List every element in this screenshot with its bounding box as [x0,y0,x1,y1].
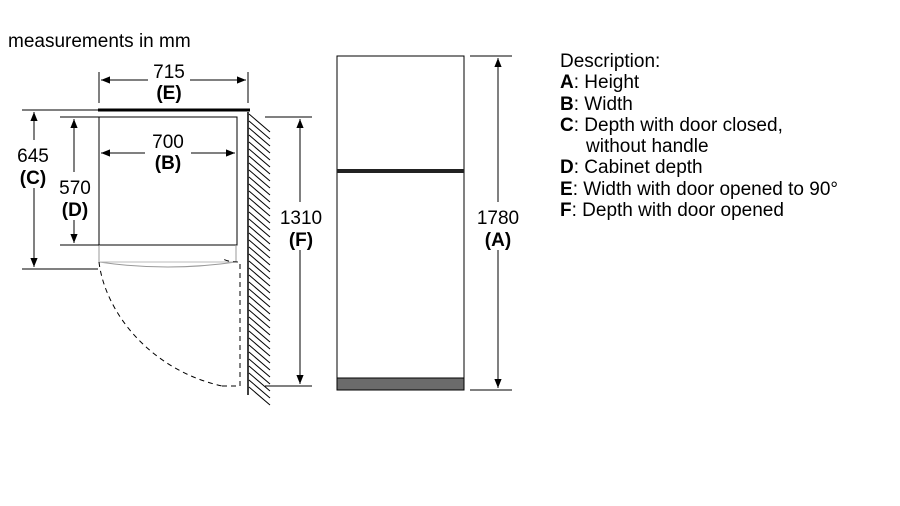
hatch-line [248,351,271,371]
hatch-line [248,162,271,182]
hatch-line [248,120,271,140]
dim-a-value: 1780 [477,208,519,229]
hatch-line [248,197,271,217]
hatch-line [248,183,271,203]
hatch-line [248,176,271,196]
dim-f-letter: (F) [289,230,313,251]
fridge-base [336,377,465,391]
door-closed [98,245,237,268]
hatch-line [248,344,271,364]
door-swing-arc [98,261,223,387]
hatch-line [248,379,271,399]
dim-b-letter: (B) [155,153,181,174]
hatch-line [248,358,271,378]
hatch-line [248,337,271,357]
door-open-outline [221,257,241,387]
hatch-line [248,190,271,210]
hatch-line [248,218,271,238]
dim-d-value: 570 [59,178,91,199]
hatch-line [248,225,271,245]
hatch-line [248,281,271,301]
legend-item-d: D: Cabinet depth [560,157,703,179]
hatch-line [248,204,271,224]
legend-item-e: E: Width with door opened to 90° [560,178,839,200]
hatch-line [248,211,271,231]
legend-item-c-continued: without handle [586,136,709,158]
fridge-body [336,55,465,391]
hatch-line [248,386,271,406]
dim-f-value: 1310 [280,208,322,229]
hatch-line [248,246,271,266]
dim-e-value: 715 [153,62,185,83]
dim-d-letter: (D) [62,200,88,221]
dim-a-letter: (A) [485,230,511,251]
description-title: Description: [560,51,661,72]
hatch-line [248,323,271,343]
hatch-line [248,288,271,308]
hatch-line [248,295,271,315]
hatch-line [248,148,271,168]
wall-hatching [248,113,271,406]
hatch-line [248,309,271,329]
units-note: measurements in mm [8,31,191,52]
legend-item-c: C: Depth with door closed, [560,114,783,136]
legend-item-f: F: Depth with door opened [560,200,784,222]
hatch-line [248,260,271,280]
hatch-line [248,267,271,287]
freezer-divider [337,169,464,173]
legend-item-b: B: Width [560,93,633,115]
description-legend: Description: A: Height B: Width C: Depth… [560,51,838,221]
hatch-line [248,141,271,161]
hatch-line [248,372,271,392]
hatch-line [248,239,271,259]
top-view [98,108,271,406]
cabinet-outline [98,116,238,246]
hatch-line [248,253,271,273]
hatch-line [248,134,271,154]
hatch-line [248,365,271,385]
legend-item-a: A: Height [560,72,640,94]
hatch-line [248,155,271,175]
hatch-line [248,330,271,350]
hatch-line [248,169,271,189]
hatch-line [248,316,271,336]
hatch-line [248,113,271,133]
dim-e-letter: (E) [156,83,181,104]
dim-c-letter: (C) [20,168,46,189]
hatch-line [248,127,271,147]
front-view [336,55,465,391]
hatch-line [248,302,271,322]
hatch-line [248,232,271,252]
dim-b-value: 700 [152,132,184,153]
hatch-line [248,274,271,294]
dim-c-value: 645 [17,146,49,167]
